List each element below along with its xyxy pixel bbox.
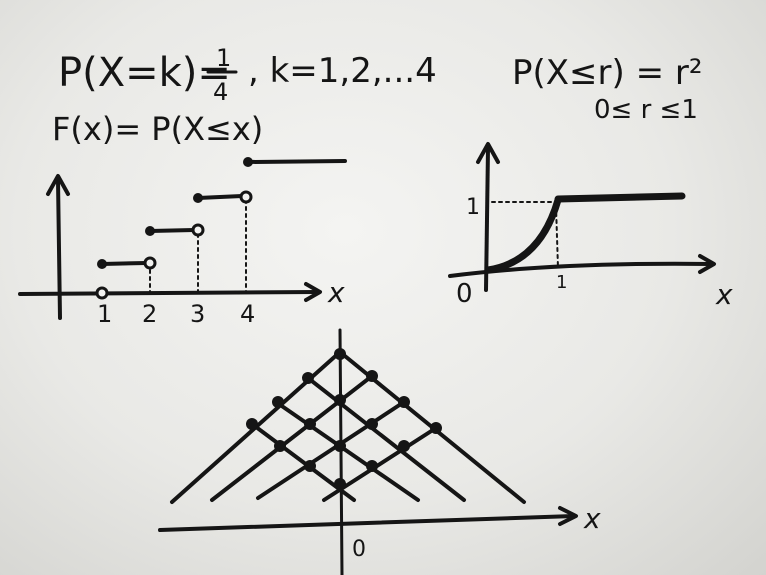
lattice-node xyxy=(334,440,346,452)
cont-y-axis xyxy=(484,146,490,292)
step-open-point-1 xyxy=(143,256,157,270)
step-closed-point-2 xyxy=(145,226,155,236)
step-tick-2: 2 xyxy=(142,300,157,328)
cdf-definition: F(x)= P(X≤x) xyxy=(52,110,263,148)
pmf-support: , k=1,2,...4 xyxy=(248,51,437,91)
lattice-node xyxy=(304,418,316,430)
pmf-formula: P(X=k)= xyxy=(58,50,231,96)
cont-x-axis-label: x xyxy=(715,278,733,311)
step-cdf-plot: x 1 2 3 4 xyxy=(18,157,347,328)
lattice-node xyxy=(334,348,346,360)
step-tick-4: 4 xyxy=(240,300,255,328)
lattice-node xyxy=(274,440,286,452)
step-x-axis xyxy=(18,290,320,296)
step-open-point-0 xyxy=(95,286,109,300)
lattice-x-axis-label: x xyxy=(583,502,601,535)
continuous-cdf-formula: P(X≤r) = r² xyxy=(512,53,703,93)
lattice-node xyxy=(334,478,346,490)
lattice-node xyxy=(272,396,284,408)
lattice-y-axis xyxy=(338,328,344,575)
lattice-diag-left-2 xyxy=(256,400,406,500)
lattice-diag-left-1 xyxy=(210,374,374,502)
cont-y-arrowhead xyxy=(476,142,500,164)
lattice-node xyxy=(246,418,258,430)
cont-flat-segment xyxy=(554,192,686,203)
lattice-node xyxy=(398,440,410,452)
step-open-point-3 xyxy=(239,190,253,204)
cont-y-tick-label: 1 xyxy=(466,195,480,220)
lattice-node xyxy=(430,422,442,434)
cont-origin-label: 0 xyxy=(456,279,473,309)
lattice-plot: x 0 xyxy=(158,328,601,575)
lattice-diag-right-1 xyxy=(306,376,466,502)
cont-x-axis xyxy=(448,261,714,278)
step-segment-1 xyxy=(100,261,148,266)
cont-x-arrowhead xyxy=(698,254,716,274)
step-segment-2 xyxy=(148,228,196,233)
continuous-cdf-plot: x 0 1 1 xyxy=(448,142,733,311)
step-y-arrowhead xyxy=(46,174,70,196)
lattice-node xyxy=(304,460,316,472)
lattice-node xyxy=(334,394,346,406)
step-x-arrowhead xyxy=(304,282,322,302)
cont-dotted-vertical xyxy=(555,205,559,269)
lattice-origin-label: 0 xyxy=(352,537,366,562)
cont-x-tick-label: 1 xyxy=(556,272,567,293)
lattice-node xyxy=(366,370,378,382)
lattice-node xyxy=(398,396,410,408)
continuous-support: 0≤ r ≤1 xyxy=(594,95,698,125)
cont-curve-r-squared xyxy=(484,196,562,274)
step-closed-point-3 xyxy=(193,193,203,203)
step-segment-3 xyxy=(196,194,244,200)
step-segment-4 xyxy=(246,159,347,164)
step-tick-1: 1 xyxy=(97,300,112,328)
lattice-node xyxy=(366,460,378,472)
lattice-x-axis xyxy=(158,514,576,532)
lattice-diag-right-2 xyxy=(274,400,420,502)
step-x-axis-label: x xyxy=(327,276,345,309)
lattice-x-arrowhead xyxy=(558,506,578,526)
lattice-node xyxy=(366,418,378,430)
step-closed-point-1 xyxy=(97,259,107,269)
lattice-node xyxy=(302,372,314,384)
step-tick-3: 3 xyxy=(190,300,205,328)
pmf-fraction-numerator: 1 xyxy=(216,44,231,72)
step-open-point-2 xyxy=(191,223,205,237)
step-closed-point-4 xyxy=(243,157,253,167)
pmf-fraction-denominator: 4 xyxy=(213,78,228,106)
step-y-axis xyxy=(56,178,62,320)
